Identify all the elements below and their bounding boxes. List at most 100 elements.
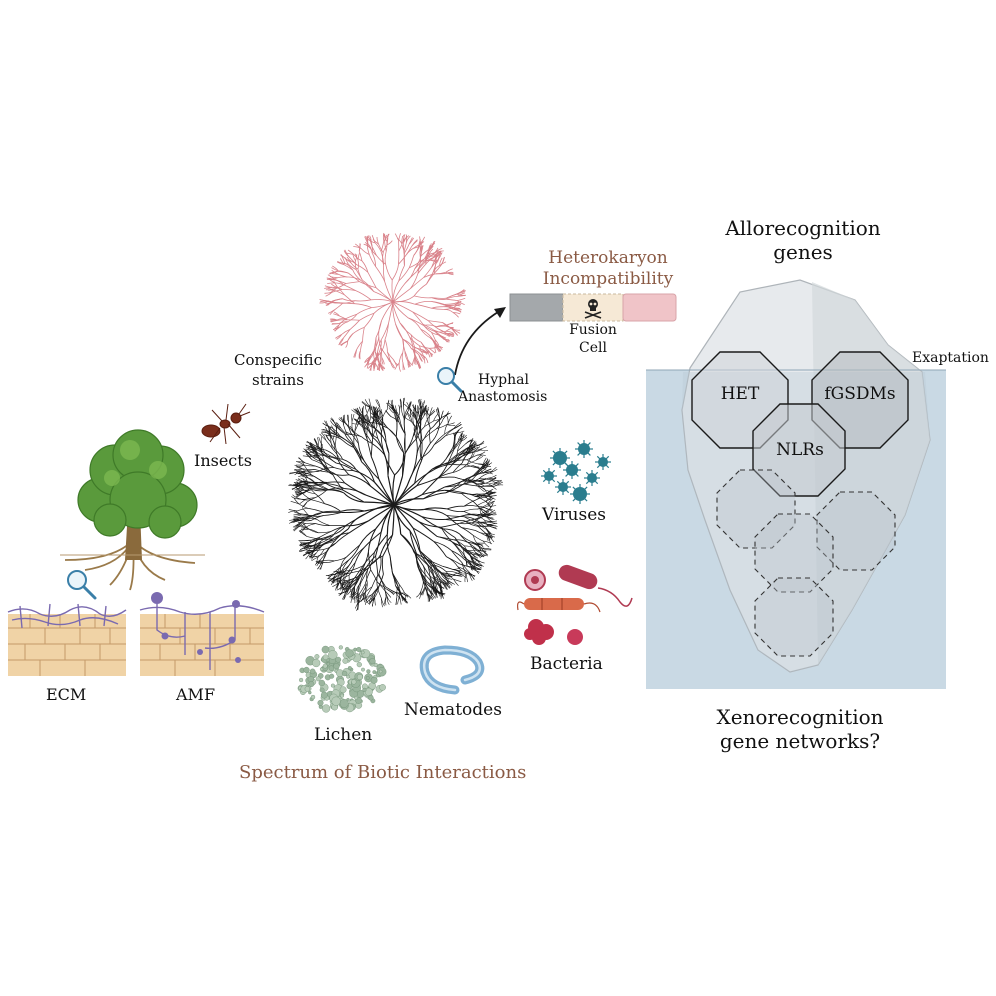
- hypha-branch: [488, 483, 497, 490]
- hypha-branch: [338, 273, 348, 278]
- hypha-branch: [333, 467, 354, 472]
- hypha-branch: [352, 546, 365, 560]
- hypha-branch: [358, 251, 363, 261]
- lichen-lobe: [370, 676, 378, 684]
- hypha-branch: [457, 443, 466, 452]
- hypha-branch: [448, 449, 455, 462]
- hypha-branch: [302, 501, 308, 508]
- hypha-branch: [488, 513, 497, 516]
- hypha-branch: [378, 362, 385, 370]
- hypha-branch: [336, 283, 347, 289]
- hypha-branch: [490, 479, 500, 484]
- hypha-branch: [348, 562, 356, 576]
- hypha-branch: [332, 265, 339, 272]
- hypha-branch: [370, 348, 376, 359]
- hypha-branch: [344, 487, 366, 496]
- hypha-branch: [404, 271, 418, 284]
- hypha-branch: [461, 454, 468, 464]
- hypha-branch: [367, 424, 373, 438]
- hypha-branch: [320, 460, 331, 472]
- hypha-branch: [457, 292, 466, 297]
- hypha-branch: [359, 423, 369, 431]
- hypha-branch: [363, 586, 373, 595]
- hypha-branch: [447, 415, 453, 424]
- ant-icon: [201, 403, 251, 445]
- hypha-branch: [328, 288, 337, 291]
- lichen-lobe: [345, 649, 354, 658]
- hypha-branch: [472, 465, 480, 468]
- hypha-branch: [444, 427, 455, 435]
- hypha-branch: [452, 567, 461, 570]
- hypha-branch: [486, 533, 495, 538]
- hypha-branch: [336, 425, 346, 435]
- hypha-branch: [452, 466, 465, 473]
- hypha-branch: [296, 470, 307, 474]
- hypha-branch: [340, 509, 365, 512]
- hypha-branch: [487, 501, 495, 507]
- amf-label: AMF: [176, 685, 216, 704]
- hypha-branch: [373, 337, 377, 351]
- hypha-branch: [408, 317, 422, 330]
- hypha-branch: [420, 328, 431, 339]
- hypha-branch: [434, 331, 446, 333]
- hypha-branch: [334, 324, 340, 332]
- hypha-branch: [369, 238, 373, 247]
- hypha-branch: [364, 531, 382, 548]
- hypha-branch: [429, 347, 438, 349]
- hypha-branch: [416, 590, 422, 598]
- hypha-branch: [354, 418, 361, 425]
- hypha-branch: [453, 439, 456, 450]
- hypha-branch: [471, 444, 476, 451]
- hypha-branch: [337, 260, 345, 264]
- hypha-branch: [457, 566, 468, 573]
- hypha-branch: [312, 483, 327, 486]
- hypha-branch: [291, 519, 300, 523]
- lichen-lobe: [319, 687, 325, 693]
- hypha-branch: [379, 407, 383, 419]
- virus-icon: [550, 448, 570, 468]
- dashed-octagon: [716, 469, 796, 549]
- hypha-branch: [490, 479, 501, 482]
- hypha-branch: [462, 492, 478, 495]
- hypha-branch: [338, 318, 347, 326]
- hypha-branch: [468, 451, 476, 453]
- hypha-branch: [342, 298, 355, 302]
- hypha-branch: [453, 440, 459, 450]
- hypha-branch: [394, 405, 398, 414]
- hypha-branch: [425, 582, 431, 593]
- hypha-branch: [482, 547, 492, 550]
- hypha-branch: [316, 519, 330, 526]
- hypha-branch: [386, 427, 397, 438]
- hypha-branch: [399, 322, 412, 336]
- hypha-branch: [425, 257, 434, 265]
- hypha-branch: [347, 562, 356, 574]
- lichen-lobe: [299, 677, 304, 683]
- hypha-branch: [308, 545, 321, 549]
- hypha-branch: [352, 431, 359, 444]
- hypha-branch: [420, 255, 430, 262]
- lichen-lobe: [310, 694, 316, 700]
- dashed-octagon: [754, 577, 834, 657]
- hypha-branch: [385, 410, 392, 417]
- hypha-branch: [479, 508, 483, 517]
- hypha-branch: [432, 247, 439, 255]
- hypha-branch: [420, 437, 423, 458]
- hypha-branch: [427, 564, 437, 576]
- hypha-branch: [292, 494, 301, 500]
- hypha-branch: [377, 411, 380, 420]
- hypha-branch: [459, 522, 474, 525]
- hypha-branch: [382, 534, 393, 557]
- hypha-branch: [362, 327, 365, 342]
- hypha-branch: [444, 489, 462, 494]
- hypha-branch: [311, 515, 324, 521]
- hypha-branch: [436, 581, 442, 588]
- hypha-branch: [470, 566, 479, 570]
- hypha-branch: [295, 485, 304, 488]
- hypha-branch: [442, 337, 451, 342]
- hypha-branch: [462, 553, 470, 563]
- lichen-lobe: [347, 666, 352, 671]
- hypha-branch: [302, 485, 313, 489]
- hypha-branch: [378, 409, 381, 419]
- hypha-branch: [349, 320, 360, 330]
- hypha-branch: [493, 484, 504, 487]
